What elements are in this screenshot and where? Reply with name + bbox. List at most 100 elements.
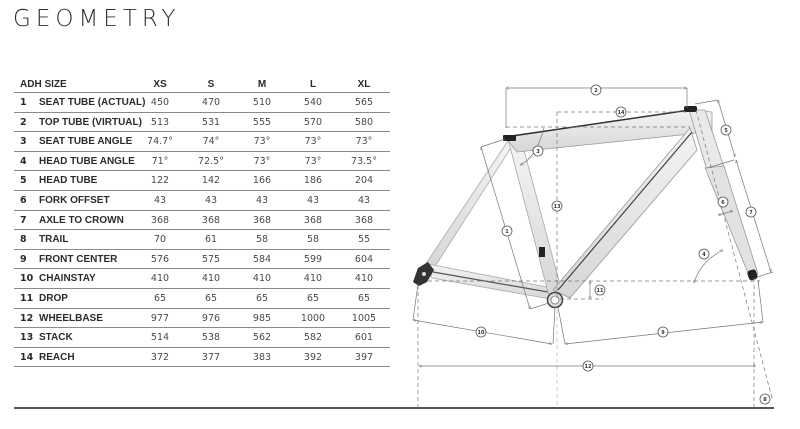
table-header: ADH SIZE XS S M L XL [14, 76, 390, 93]
value-xl: 604 [354, 253, 374, 265]
callout-4: 4 [698, 248, 710, 260]
value-l: 73° [304, 155, 322, 167]
size-header-xs: XS [153, 79, 167, 90]
value-m: 73° [253, 155, 271, 167]
value-xs: 65 [153, 292, 167, 304]
row-number: 5 [20, 175, 27, 187]
row-label: HEAD TUBE [39, 175, 98, 187]
value-m: 65 [255, 292, 269, 304]
value-s: 538 [201, 332, 221, 344]
svg-text:7: 7 [749, 210, 753, 216]
value-l: 368 [303, 214, 323, 226]
row-label: FRONT CENTER [39, 253, 118, 265]
seat-tube [507, 138, 563, 297]
value-xs: 368 [150, 214, 170, 226]
value-m: 410 [252, 273, 272, 285]
value-xs: 71° [151, 155, 169, 167]
value-s: 470 [201, 97, 221, 108]
value-m: 985 [252, 312, 272, 324]
value-s: 531 [201, 116, 221, 128]
value-l: 599 [303, 253, 323, 265]
row-number: 9 [20, 253, 27, 265]
row-number: 12 [20, 312, 34, 324]
value-l: 73° [304, 136, 322, 148]
callouts: 2 14 3 5 13 6 7 1 4 11 10 9 12 8 [475, 84, 771, 405]
value-s: 377 [201, 351, 221, 363]
value-xl: 410 [354, 273, 374, 285]
value-m: 562 [252, 332, 272, 344]
row-label: STACK [39, 332, 73, 344]
callout-2: 2 [590, 84, 602, 96]
row-number: 6 [20, 194, 27, 206]
callout-11: 11 [594, 284, 606, 296]
callout-3: 3 [532, 145, 544, 157]
value-l: 570 [303, 116, 323, 128]
value-s: 61 [204, 234, 218, 246]
row-number: 1 [20, 97, 27, 108]
value-m: 166 [252, 175, 272, 187]
callout-10: 10 [475, 326, 487, 338]
svg-text:10: 10 [478, 330, 485, 336]
value-m: 73° [253, 136, 271, 148]
value-xs: 450 [150, 97, 170, 108]
svg-text:11: 11 [597, 288, 604, 294]
value-xl: 565 [354, 97, 374, 108]
value-xs: 70 [153, 234, 167, 246]
svg-text:6: 6 [721, 200, 725, 206]
svg-text:4: 4 [702, 252, 706, 258]
value-l: 58 [306, 234, 320, 246]
value-s: 410 [201, 273, 221, 285]
value-l: 65 [306, 292, 320, 304]
callout-6: 6 [717, 196, 729, 208]
value-xl: 397 [354, 351, 374, 363]
callout-9: 9 [657, 326, 669, 338]
callout-7: 7 [745, 206, 757, 218]
headset-cap [684, 106, 697, 112]
value-s: 976 [201, 312, 221, 324]
row-number: 10 [20, 273, 34, 285]
value-m: 555 [252, 116, 272, 128]
value-xs: 43 [153, 194, 167, 206]
value-s: 575 [201, 253, 221, 265]
value-s: 65 [204, 292, 218, 304]
value-s: 43 [204, 194, 218, 206]
value-xl: 204 [354, 175, 374, 187]
value-l: 186 [303, 175, 323, 187]
frame [413, 106, 759, 309]
page-title: GEOMETRY [13, 6, 181, 32]
row-number: 4 [20, 155, 27, 167]
callout-13: 13 [551, 200, 563, 212]
value-l: 540 [303, 97, 323, 108]
svg-text:2: 2 [594, 88, 598, 94]
value-l: 43 [306, 194, 320, 206]
row-number: 7 [20, 214, 27, 226]
head-tube [688, 109, 725, 171]
row-number: 14 [20, 351, 34, 363]
svg-text:14: 14 [618, 110, 625, 116]
size-header-m: M [257, 79, 267, 90]
value-l: 392 [303, 351, 323, 363]
row-number: 11 [20, 292, 34, 304]
row-label: HEAD TUBE ANGLE [39, 155, 135, 167]
callout-14: 14 [615, 106, 627, 118]
row-number: 3 [20, 136, 27, 148]
value-xl: 73° [355, 136, 373, 148]
value-xl: 368 [354, 214, 374, 226]
svg-text:9: 9 [661, 330, 665, 336]
row-label: FORK OFFSET [39, 194, 110, 206]
callout-1: 1 [501, 225, 513, 237]
svg-text:13: 13 [554, 204, 561, 210]
svg-text:12: 12 [585, 364, 592, 370]
seat-stay [424, 140, 515, 269]
value-m: 58 [255, 234, 269, 246]
value-l: 410 [303, 273, 323, 285]
row-label: TOP TUBE (VIRTUAL) [39, 116, 142, 128]
